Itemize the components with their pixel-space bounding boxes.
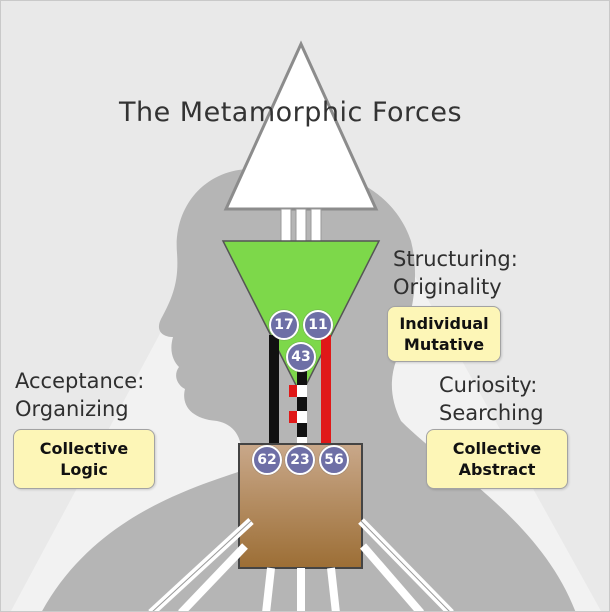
individual-mutative-tag: Individual Mutative <box>387 306 501 362</box>
curiosity-line2: Searching <box>439 399 544 427</box>
tag-line2: Logic <box>14 459 154 480</box>
gate-11: 11 <box>303 310 333 340</box>
diagram-title: The Metamorphic Forces <box>119 97 479 128</box>
structuring-line1: Structuring: <box>393 245 518 273</box>
acceptance-label: Acceptance: Organizing <box>15 367 144 423</box>
tag-line2: Mutative <box>388 334 500 355</box>
collective-abstract-tag: Collective Abstract <box>426 429 568 489</box>
collective-logic-tag: Collective Logic <box>13 429 155 489</box>
gate-56: 56 <box>319 445 349 475</box>
tag-line2: Abstract <box>427 459 567 480</box>
acceptance-line1: Acceptance: <box>15 367 144 395</box>
tag-line1: Collective <box>14 438 154 459</box>
gate-43: 43 <box>286 342 316 372</box>
acceptance-line2: Organizing <box>15 395 144 423</box>
gate-23: 23 <box>285 445 315 475</box>
structuring-line2: Originality <box>393 273 518 301</box>
structuring-label: Structuring: Originality <box>393 245 518 301</box>
channel-43-23-red <box>289 385 297 397</box>
tag-line1: Individual <box>388 313 500 334</box>
channel-11-56 <box>321 335 331 445</box>
tag-line1: Collective <box>427 438 567 459</box>
gate-62: 62 <box>252 445 282 475</box>
curiosity-label: Curiosity: Searching <box>439 371 544 427</box>
channel-17-62 <box>269 335 279 445</box>
gate-17: 17 <box>269 310 299 340</box>
curiosity-line1: Curiosity: <box>439 371 544 399</box>
